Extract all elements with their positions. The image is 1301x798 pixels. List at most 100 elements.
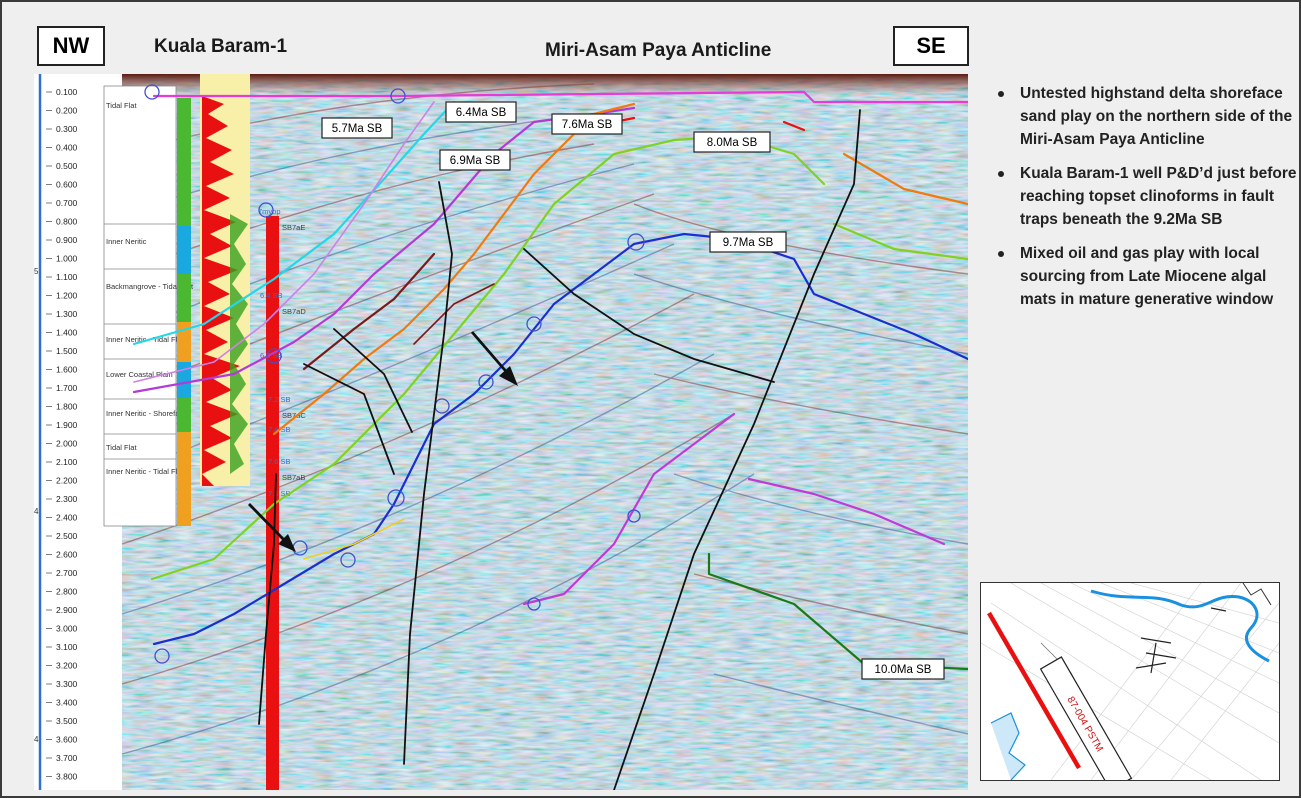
depth-tick-label: 2.800: [56, 587, 78, 597]
depth-tick-label: 2.900: [56, 605, 78, 615]
nw-direction-label: NW: [37, 26, 105, 66]
well-name-title: Kuala Baram-1: [154, 36, 288, 57]
horizon-label-box: [445, 101, 517, 123]
nw-text: NW: [52, 33, 90, 58]
depth-tick-label: 0.100: [56, 87, 78, 97]
key-point: Untested highstand delta shoreface sand …: [992, 82, 1297, 151]
fault-6: [523, 248, 775, 383]
fault-2: [403, 181, 453, 765]
horizon-brown-upper: [302, 252, 436, 371]
depth-tick-label: 2.300: [56, 494, 78, 504]
facies-label: Tidal Flat: [106, 443, 137, 452]
horizon-label: 6.9Ma SB: [450, 155, 501, 167]
key-point-text: Untested highstand delta shoreface sand …: [1020, 85, 1293, 148]
depth-tick-label: 3.400: [56, 698, 78, 708]
well-casing: [266, 216, 279, 790]
horizon-orange-right: [842, 152, 968, 206]
horizon-label-box: [709, 231, 787, 253]
horizon-label-box: [861, 658, 945, 680]
depth-tick-label: 1.200: [56, 291, 78, 301]
facies-dividers: [104, 223, 176, 460]
depth-tick-label: 3.500: [56, 716, 78, 726]
depth-tick-label: 0.200: [56, 106, 78, 116]
depth-tick-label: 1.700: [56, 383, 78, 393]
depth-tick-label: 2.100: [56, 457, 78, 467]
play-arrows: [247, 331, 518, 552]
depth-tick-label: 2.500: [56, 531, 78, 541]
section-line-red: [987, 611, 1081, 770]
depth-tick-label: 1.100: [56, 272, 78, 282]
depth-side-mark: 4: [34, 507, 39, 516]
depth-side-mark: 5: [34, 267, 39, 276]
sequence-label: SB7aD: [282, 307, 306, 316]
facies-label: Inner Neritic - Tidal Flat: [106, 467, 184, 476]
depth-side-mark: 4: [34, 735, 39, 744]
horizon-yellow-lower: [303, 518, 405, 560]
depth-tick-label: 3.700: [56, 753, 78, 763]
horizon-label: 9.7Ma SB: [723, 237, 774, 249]
seismic-section: 5 4 4 0.1000.2000.3000.4000.5000.6000.70…: [34, 74, 968, 790]
fault-5: [333, 328, 413, 433]
location-inset-map: 87-004 PSTM: [980, 582, 1280, 781]
field-cluster: [1135, 607, 1227, 674]
well-pick-label: 7.6 SB: [268, 457, 291, 466]
seismic-top-band: [122, 74, 968, 96]
horizon-pick-circles: [144, 84, 645, 664]
horizon-label: 10.0Ma SB: [875, 664, 932, 676]
depth-tick-label: 0.300: [56, 124, 78, 134]
depth-tick-label: 3.100: [56, 642, 78, 652]
well-pick-label: 7.8 SB: [268, 489, 291, 498]
horizon-top-pink: [152, 90, 968, 104]
horizon-label-box: [439, 149, 511, 171]
bullet-dot-icon: [998, 91, 1004, 97]
horizon-green-right: [832, 222, 968, 261]
key-points-list: Untested highstand delta shoreface sand …: [992, 82, 1297, 322]
river-blue-lower: [990, 712, 1026, 780]
horizon-label-box: [321, 117, 393, 139]
sequence-label: SB7aC: [282, 411, 306, 420]
depth-tick-labels: 0.1000.2000.3000.4000.5000.6000.7000.800…: [46, 87, 78, 782]
facies-label: Inner Neritic - Tidal Flat: [106, 335, 184, 344]
depth-tick-label: 0.500: [56, 161, 78, 171]
depth-tick-label: 3.000: [56, 624, 78, 634]
key-point: Mixed oil and gas play with local sourci…: [992, 242, 1297, 311]
depth-tick-label: 3.800: [56, 772, 78, 782]
well-pick-label: 6.9 SB: [260, 351, 283, 360]
facies-label: Inner Neritic - Shoreface: [106, 409, 187, 418]
horizon-brown-lower: [413, 283, 495, 345]
gamma-ray-log: [202, 96, 240, 486]
depth-tick-label: 2.000: [56, 439, 78, 449]
fault-1: [258, 473, 277, 725]
river-blue: [1090, 589, 1270, 663]
structure-title: Miri-Asam Paya Anticline: [545, 40, 772, 61]
well-pick-label: 7mybp: [258, 207, 281, 216]
se-text: SE: [916, 33, 946, 58]
depth-tick-label: 1.600: [56, 365, 78, 375]
horizon-5.7ma-cyan: [132, 100, 456, 346]
depth-tick-label: 1.000: [56, 254, 78, 264]
depth-tick-label: 3.300: [56, 679, 78, 689]
horizon-purple-right: [747, 477, 946, 546]
bullet-dot-icon: [998, 171, 1004, 177]
depth-tick-label: 0.400: [56, 143, 78, 153]
horizon-label-box: [693, 131, 771, 153]
facies-column: [103, 85, 177, 527]
horizon-purple-upper: [133, 101, 435, 383]
se-direction-label: SE: [893, 26, 969, 66]
fault-3: [613, 109, 861, 790]
fault-4: [303, 363, 395, 475]
depth-tick-label: 2.400: [56, 513, 78, 523]
key-point-text: Mixed oil and gas play with local sourci…: [1020, 245, 1274, 308]
depth-tick-label: 0.600: [56, 180, 78, 190]
depth-tick-label: 2.600: [56, 550, 78, 560]
horizon-magenta-deep: [522, 412, 736, 606]
depth-tick-label: 1.300: [56, 309, 78, 319]
sequence-label: SB7aB: [282, 473, 305, 482]
facies-label: Tidal Flat: [106, 101, 137, 110]
facies-label: Backmangrove - Tidal Flat: [106, 282, 194, 291]
facies-label: Lower Coastal Plain: [106, 370, 173, 379]
depth-tick-label: 2.200: [56, 476, 78, 486]
horizon-9.7ma-blue: [152, 232, 968, 646]
depth-tick-label: 3.200: [56, 661, 78, 671]
